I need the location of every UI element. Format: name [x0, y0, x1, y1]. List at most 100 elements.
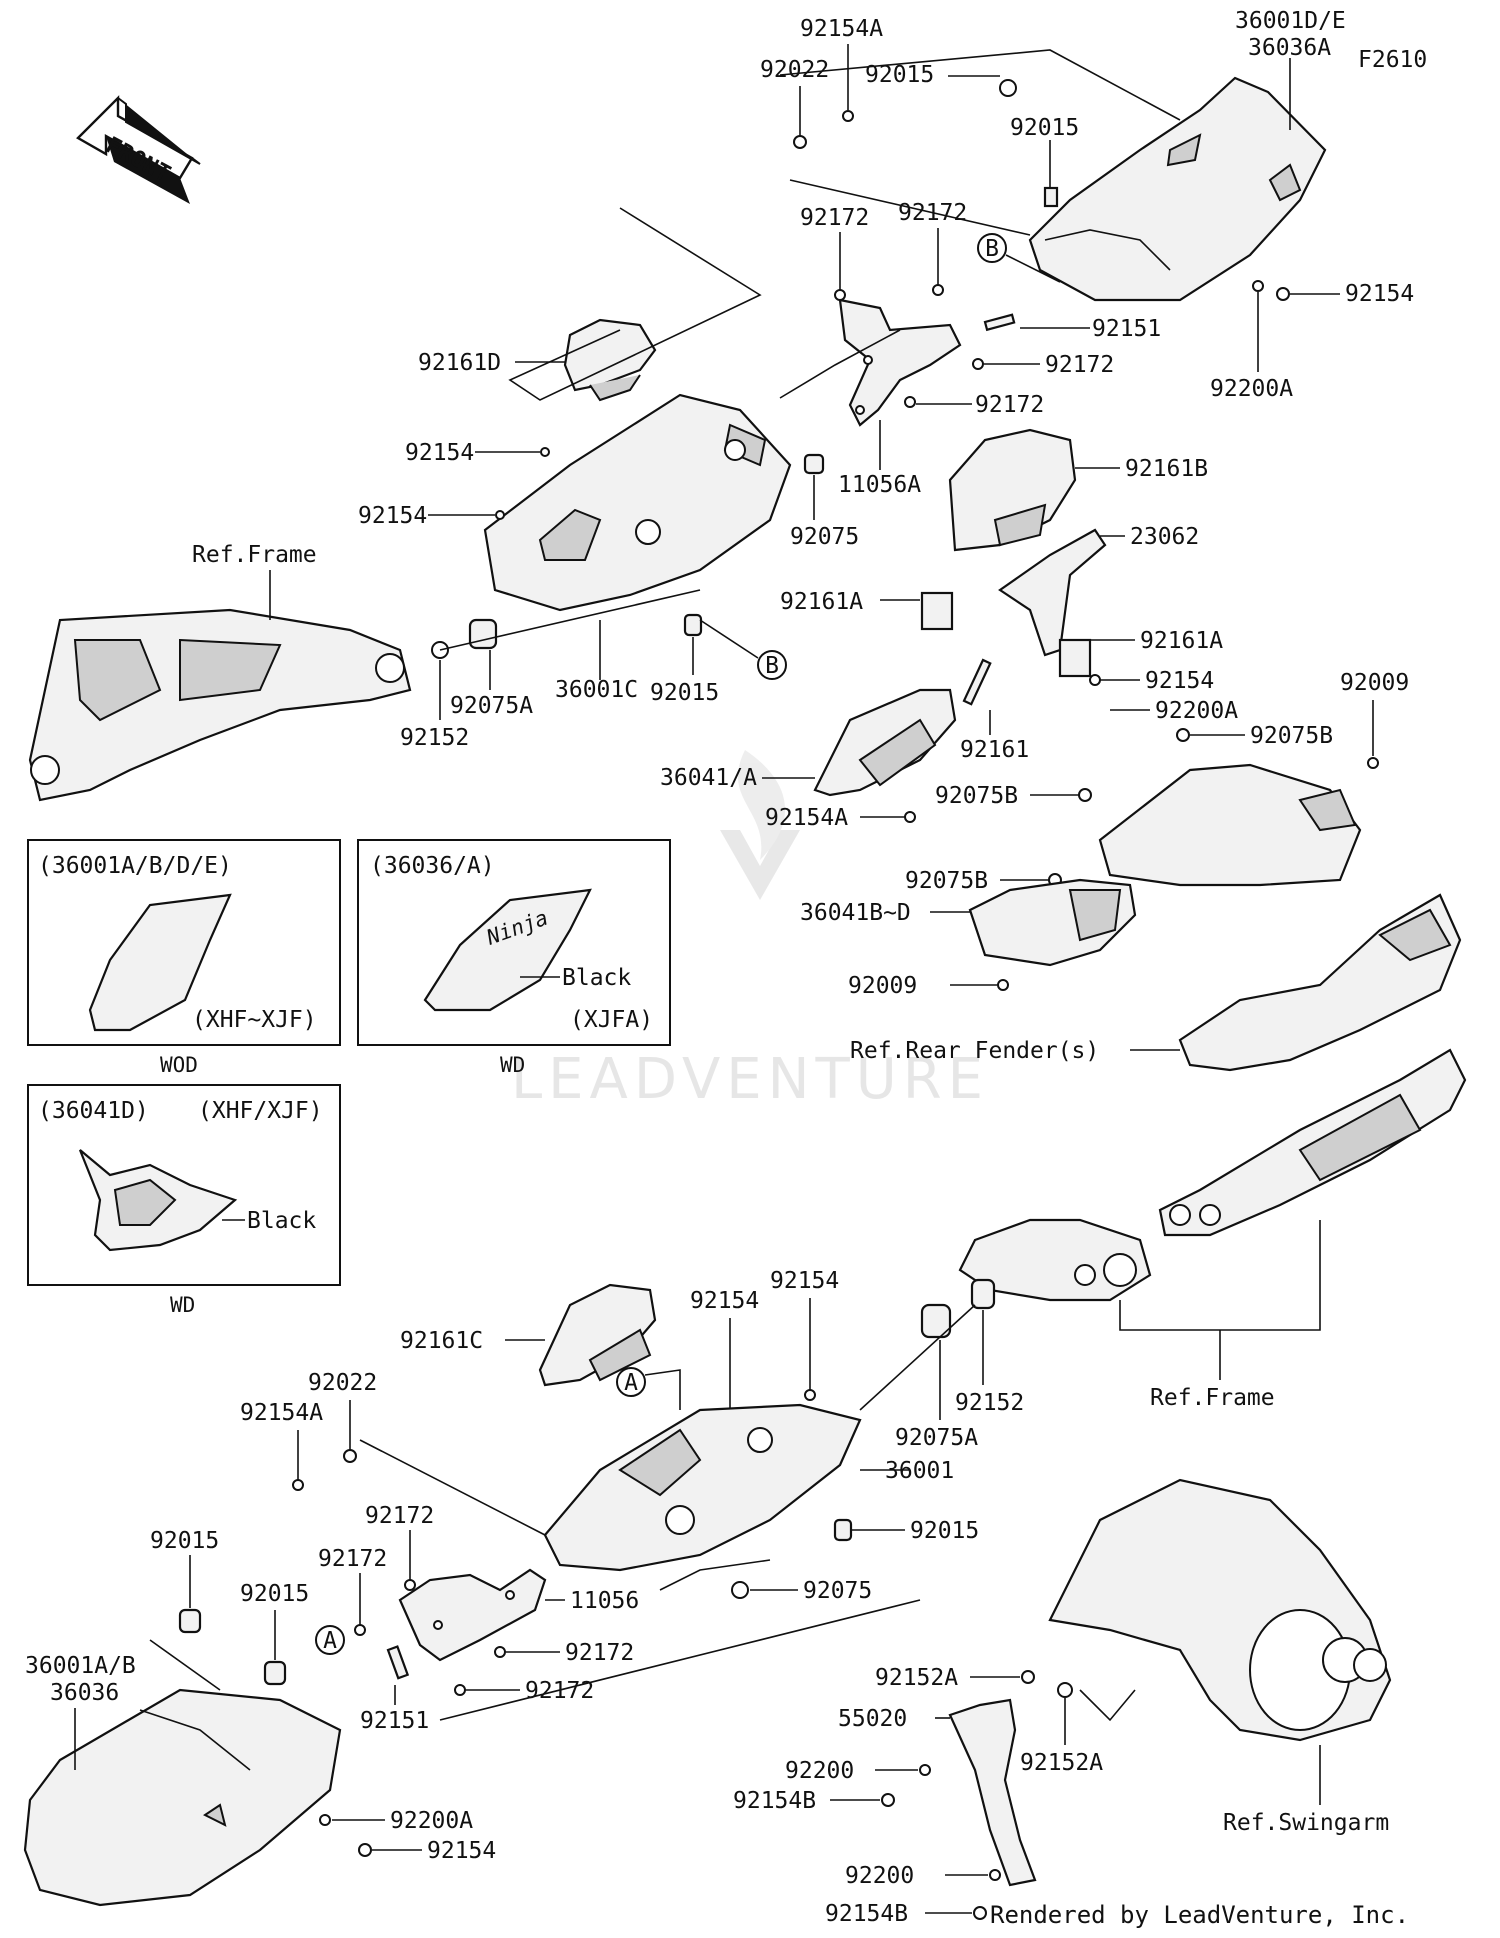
variant-1-note: (XHF~XJF) [192, 1007, 317, 1033]
label-36036A: 36036A [1248, 35, 1331, 61]
callout-b-top-label: B [985, 236, 999, 262]
screw-92009-top [1367, 757, 1379, 769]
washer-92022-low [343, 1449, 357, 1463]
label-92154-low: 92154 [427, 1838, 496, 1864]
label-92152-low: 92152 [955, 1390, 1024, 1416]
tail-cowl-36001C [483, 393, 792, 612]
label-92200A-low: 92200A [390, 1808, 473, 1834]
label-92152-top: 92152 [400, 725, 469, 751]
swingarm [1048, 1478, 1392, 1742]
label-92151-top: 92151 [1092, 316, 1161, 342]
variant-box-3: (36041D) (XHF/XJF) Black WD [27, 1084, 341, 1317]
washer-92022 [793, 135, 807, 149]
label-92154A-low: 92154A [240, 1400, 323, 1426]
label-92009-top: 92009 [1340, 670, 1409, 696]
label-36001AB: 36001A/B [25, 1653, 136, 1679]
label-92154A-mid: 92154A [765, 805, 848, 831]
bolt-92172-a [834, 289, 846, 301]
pad-92161A-right [1058, 638, 1092, 678]
label-92152A-a: 92152A [875, 1665, 958, 1691]
variant-1-title: (36001A/B/D/E) [38, 853, 232, 879]
label-92075B-c: 92075B [905, 868, 988, 894]
callout-a-left [315, 1625, 345, 1655]
bolt-92172-f [354, 1624, 366, 1636]
label-92075B-b: 92075B [935, 783, 1018, 809]
damper-92161 [962, 658, 992, 706]
bolt-92151-low [386, 1645, 410, 1680]
collar-92015 [999, 79, 1017, 97]
variant-2-note: (XJFA) [570, 1007, 653, 1033]
callout-a-left-label: A [323, 1628, 337, 1654]
callout-a-low-label: A [624, 1370, 638, 1396]
seat-cover-36001AB [23, 1688, 342, 1907]
bracket-11056 [398, 1568, 547, 1662]
screw-92154-a [540, 447, 550, 457]
screw-92154A [842, 110, 854, 122]
variant-3-caption: WD [170, 1293, 195, 1317]
label-92154A-top: 92154A [800, 16, 883, 42]
label-92075-low: 92075 [803, 1578, 872, 1604]
label-92172-a: 92172 [800, 205, 869, 231]
label-92172-e: 92172 [365, 1503, 434, 1529]
lamp-92161B [948, 428, 1077, 552]
washer-92200A-low [319, 1814, 331, 1826]
label-92172-d: 92172 [975, 392, 1044, 418]
screw-92154-low [358, 1843, 372, 1857]
label-36041A: 36041/A [660, 765, 757, 791]
label-92154-right: 92154 [1345, 281, 1414, 307]
label-92200A-top: 92200A [1210, 376, 1293, 402]
label-ref-rear-fender: Ref.Rear Fender(s) [850, 1038, 1099, 1064]
label-92161B: 92161B [1125, 456, 1208, 482]
label-92161D: 92161D [418, 350, 501, 376]
screw-92009-mid [997, 979, 1009, 991]
seat-cover-36001DE [1028, 76, 1327, 302]
grommet-92075A [468, 618, 498, 650]
label-92022-top: 92022 [760, 57, 829, 83]
tail-cowl-36001 [543, 1403, 862, 1572]
label-92015-low-r: 92015 [910, 1518, 979, 1544]
label-ref-frame-low: Ref.Frame [1150, 1385, 1275, 1411]
label-92161A-right: 92161A [1140, 628, 1223, 654]
label-36001DE: 36001D/E [1235, 8, 1346, 34]
grommet-92075B-a [1176, 728, 1190, 742]
bolt-92151 [983, 313, 1016, 332]
label-92172-b: 92172 [898, 200, 967, 226]
screw-92154A-low [292, 1479, 304, 1491]
washer-92200-b [989, 1869, 1001, 1881]
footer-credit: Rendered by LeadVenture, Inc. [990, 1901, 1409, 1929]
callout-b-top [977, 233, 1007, 263]
label-92015-top: 92015 [865, 62, 934, 88]
collar-92015-low [833, 1518, 853, 1542]
label-92009-mid: 92009 [848, 973, 917, 999]
label-36001C: 36001C [555, 677, 638, 703]
figure-code: F2610 [1358, 47, 1427, 73]
bolt-92172-e [404, 1579, 416, 1591]
label-92154-a: 92154 [405, 440, 474, 466]
variant-2-color: Black [562, 965, 631, 991]
bracket-11056A [838, 298, 962, 427]
variant-3-color: Black [247, 1208, 316, 1234]
bolt-92172-c [972, 358, 984, 370]
screw-92154-right [1276, 287, 1290, 301]
label-92172-g: 92172 [565, 1640, 634, 1666]
label-ref-frame-top: Ref.Frame [192, 542, 317, 568]
label-36001: 36001 [885, 1458, 954, 1484]
label-92015-low-b: 92015 [240, 1581, 309, 1607]
label-11056A: 11056A [838, 472, 921, 498]
callout-b-mid [757, 650, 787, 680]
rear-fender [1178, 893, 1462, 1072]
watermark-text: LEADVENTURE [511, 1047, 989, 1112]
screw-92154A-mid [904, 811, 916, 823]
variant-3-title: (36041D) [38, 1098, 149, 1124]
cover-36041BD [968, 878, 1137, 967]
label-36036: 36036 [50, 1680, 119, 1706]
front-arrow-icon: FRONT [76, 95, 201, 204]
label-11056: 11056 [570, 1588, 639, 1614]
grommet-92075A-low [920, 1303, 952, 1339]
bolt-92172-h [454, 1684, 466, 1696]
label-92161C: 92161C [400, 1328, 483, 1354]
collar-92015-low-a [178, 1608, 202, 1634]
bracket-23062 [998, 528, 1107, 657]
lamp-92161C [538, 1283, 657, 1387]
